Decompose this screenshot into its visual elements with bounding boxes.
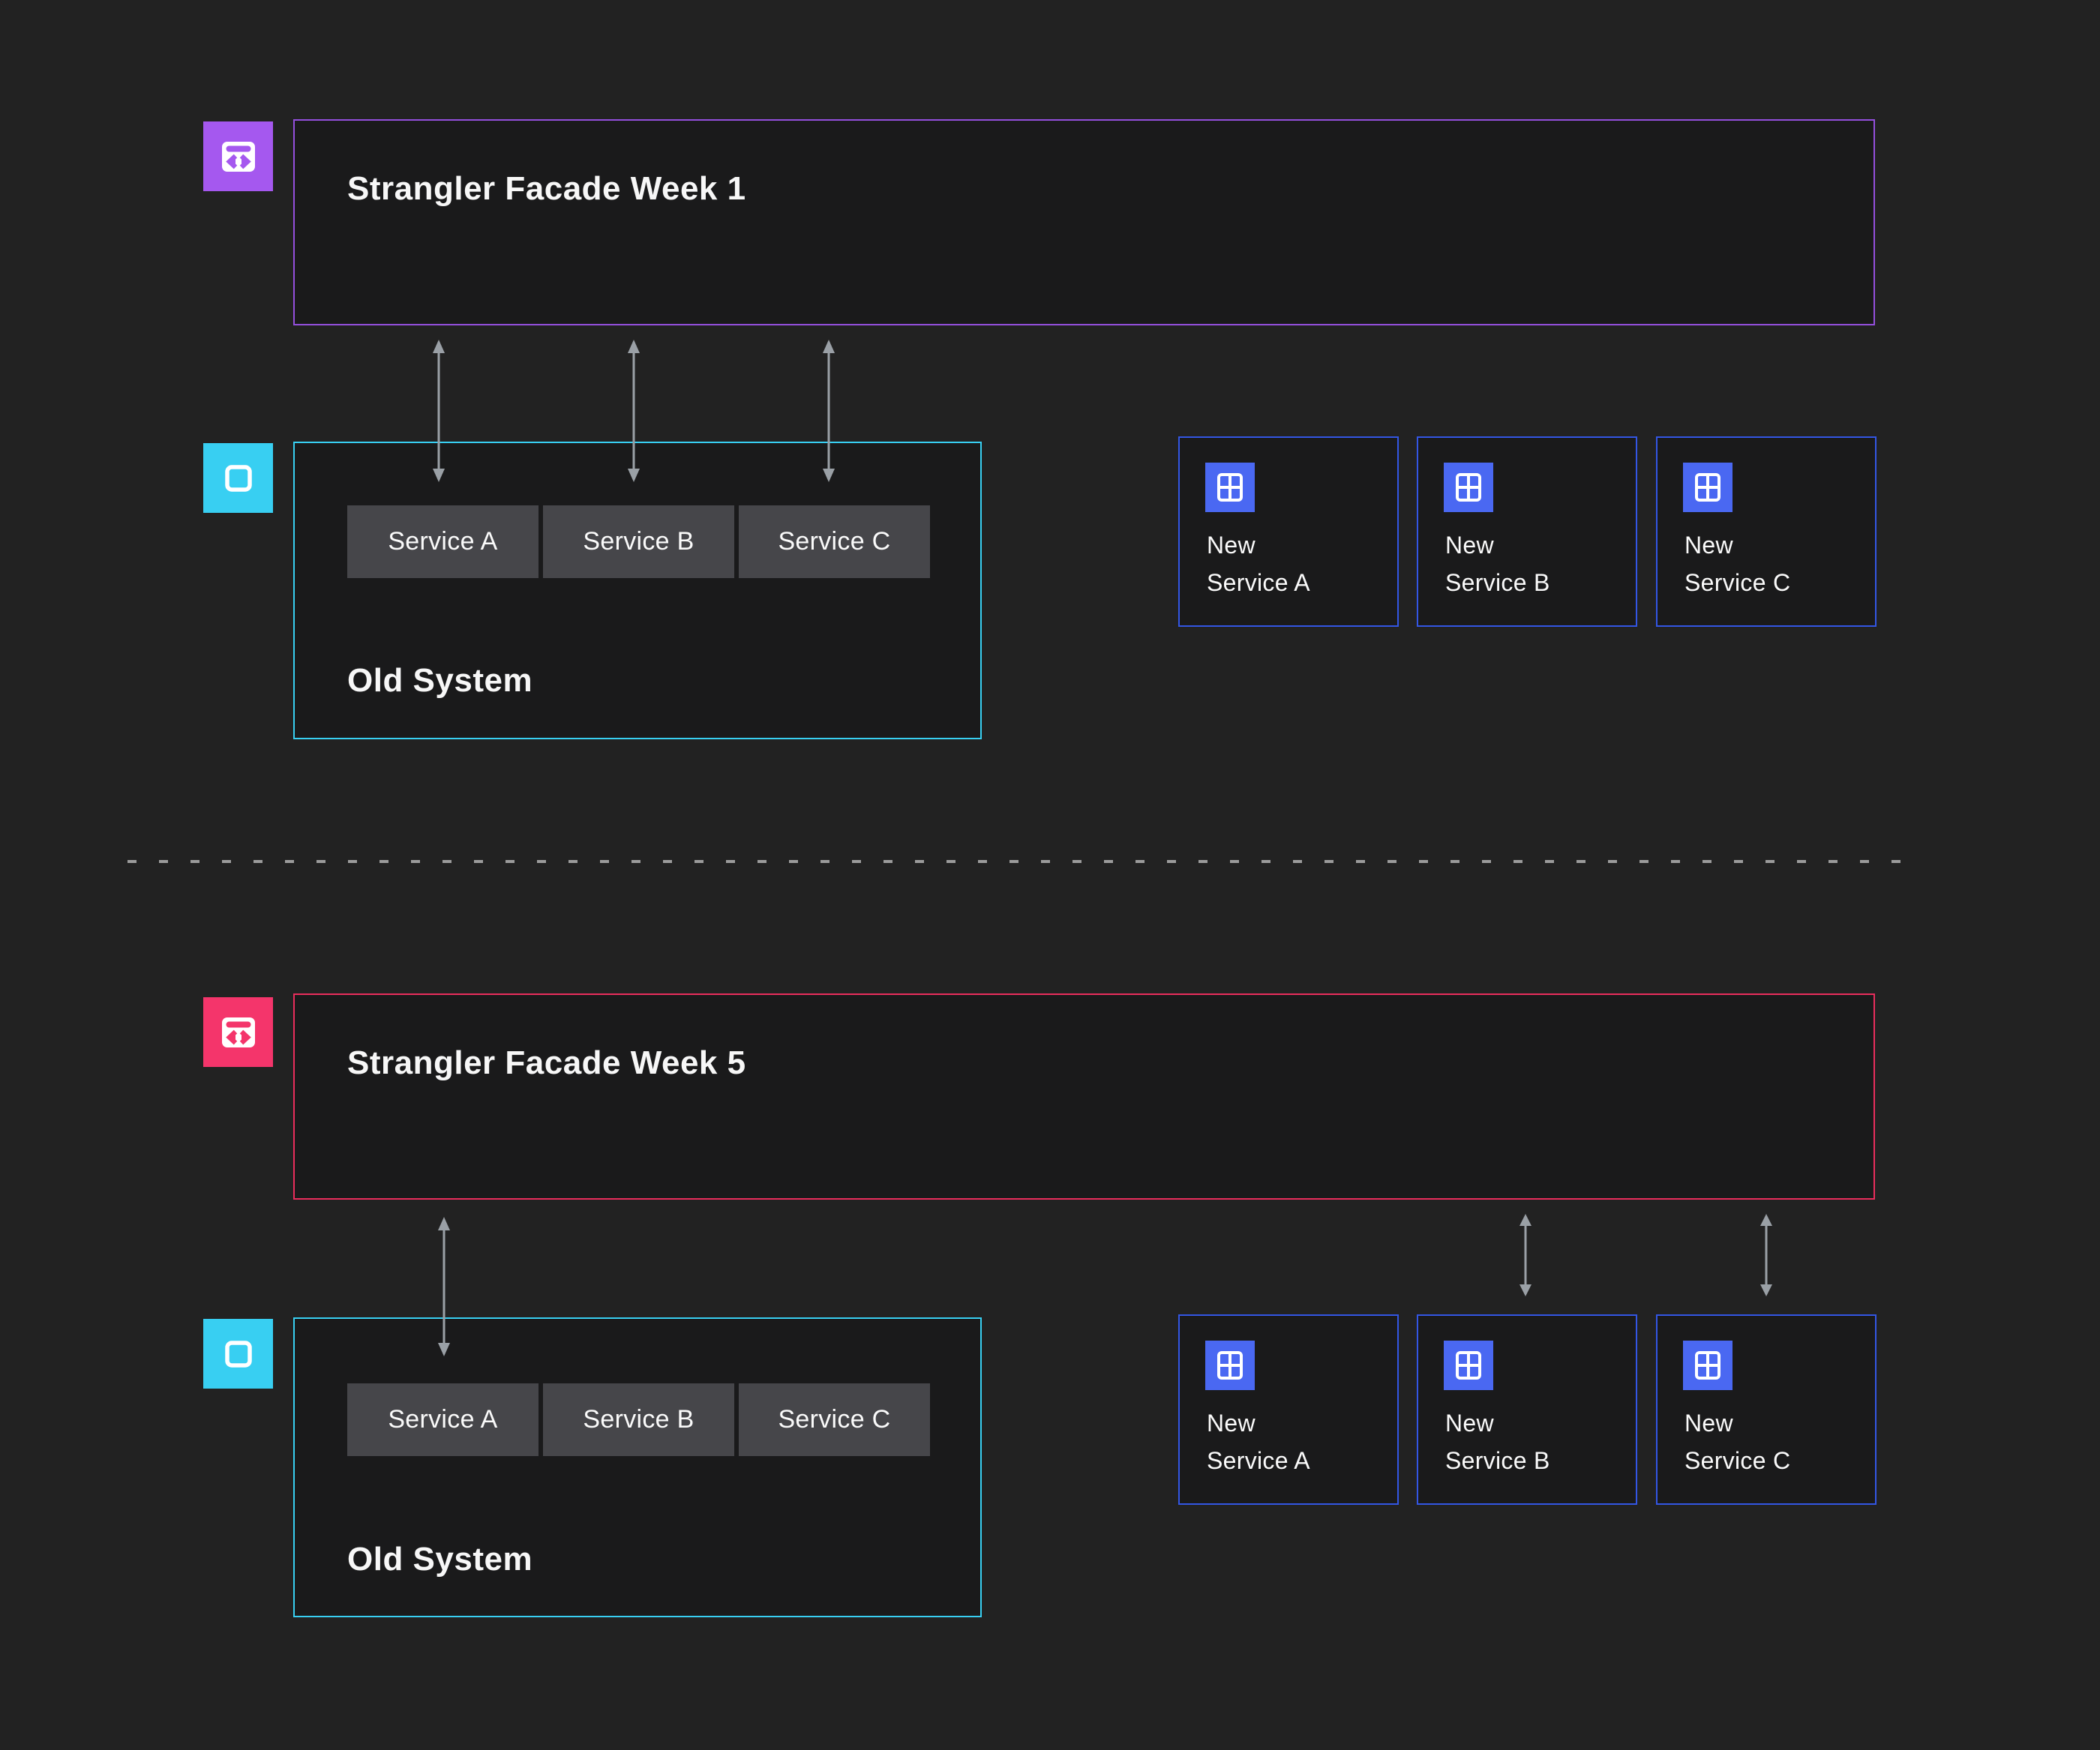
service-c: Service C <box>739 1383 930 1456</box>
old-system-label: Old System <box>347 662 533 699</box>
service-c: Service C <box>739 505 930 578</box>
new-service-label: New Service A <box>1207 526 1310 601</box>
facade-box-week5: Strangler Facade Week 5 <box>293 993 1875 1200</box>
service-b: Service B <box>543 1383 734 1456</box>
new-service-label: New Service A <box>1207 1404 1310 1479</box>
browser-code-icon <box>221 141 255 172</box>
new-service-badge <box>1444 463 1493 512</box>
facade-title: Strangler Facade Week 1 <box>347 170 746 207</box>
double-arrow-icon <box>438 1217 450 1356</box>
new-service-label-line2: Service B <box>1445 569 1550 596</box>
new-service-a-box-week5: New Service A <box>1178 1314 1399 1505</box>
service-row: Service A Service B Service C <box>347 1383 930 1456</box>
new-service-label-line2: Service C <box>1684 1447 1791 1474</box>
new-service-badge <box>1683 463 1732 512</box>
old-system-box-week1: Service A Service B Service C Old System <box>293 442 982 739</box>
grid-window-icon <box>1217 1351 1243 1380</box>
double-arrow-icon <box>628 340 640 482</box>
new-service-label: New Service B <box>1445 526 1550 601</box>
double-arrow-icon <box>433 340 445 482</box>
service-b: Service B <box>543 505 734 578</box>
grid-window-icon <box>1695 1351 1720 1380</box>
square-outline-icon <box>224 1340 252 1368</box>
service-a: Service A <box>347 505 538 578</box>
dashed-divider <box>128 860 1916 863</box>
new-service-label-line1: New <box>1207 1410 1256 1437</box>
facade-title: Strangler Facade Week 5 <box>347 1044 746 1081</box>
new-service-label-line1: New <box>1684 1410 1733 1437</box>
double-arrow-icon <box>823 340 835 482</box>
browser-code-icon <box>221 1017 255 1047</box>
new-service-label: New Service C <box>1684 1404 1790 1479</box>
new-service-c-box-week1: New Service C <box>1656 436 1876 627</box>
new-service-label-line1: New <box>1207 532 1256 559</box>
new-service-label-line1: New <box>1684 532 1733 559</box>
new-service-b-box-week1: New Service B <box>1417 436 1637 627</box>
facade-badge-week1 <box>203 121 273 191</box>
grid-window-icon <box>1456 1351 1481 1380</box>
old-system-badge-week5 <box>203 1319 273 1389</box>
old-system-label: Old System <box>347 1541 533 1578</box>
old-system-badge-week1 <box>203 443 273 513</box>
new-service-label-line1: New <box>1445 1410 1494 1437</box>
double-arrow-icon <box>1520 1214 1532 1296</box>
new-service-badge <box>1205 463 1255 512</box>
new-service-label-line1: New <box>1445 532 1494 559</box>
new-service-b-box-week5: New Service B <box>1417 1314 1637 1505</box>
grid-window-icon <box>1695 473 1720 502</box>
new-service-badge <box>1683 1341 1732 1390</box>
new-service-label: New Service C <box>1684 526 1790 601</box>
new-service-label: New Service B <box>1445 1404 1550 1479</box>
double-arrow-icon <box>1760 1214 1772 1296</box>
new-service-badge <box>1205 1341 1255 1390</box>
old-system-box-week5: Service A Service B Service C Old System <box>293 1317 982 1617</box>
new-service-badge <box>1444 1341 1493 1390</box>
new-service-c-box-week5: New Service C <box>1656 1314 1876 1505</box>
grid-window-icon <box>1217 473 1243 502</box>
square-outline-icon <box>224 464 252 492</box>
service-a: Service A <box>347 1383 538 1456</box>
new-service-label-line2: Service B <box>1445 1447 1550 1474</box>
facade-badge-week5 <box>203 997 273 1067</box>
facade-box-week1: Strangler Facade Week 1 <box>293 119 1875 325</box>
new-service-label-line2: Service A <box>1207 1447 1310 1474</box>
new-service-a-box-week1: New Service A <box>1178 436 1399 627</box>
new-service-label-line2: Service A <box>1207 569 1310 596</box>
grid-window-icon <box>1456 473 1481 502</box>
service-row: Service A Service B Service C <box>347 505 930 578</box>
new-service-label-line2: Service C <box>1684 569 1791 596</box>
